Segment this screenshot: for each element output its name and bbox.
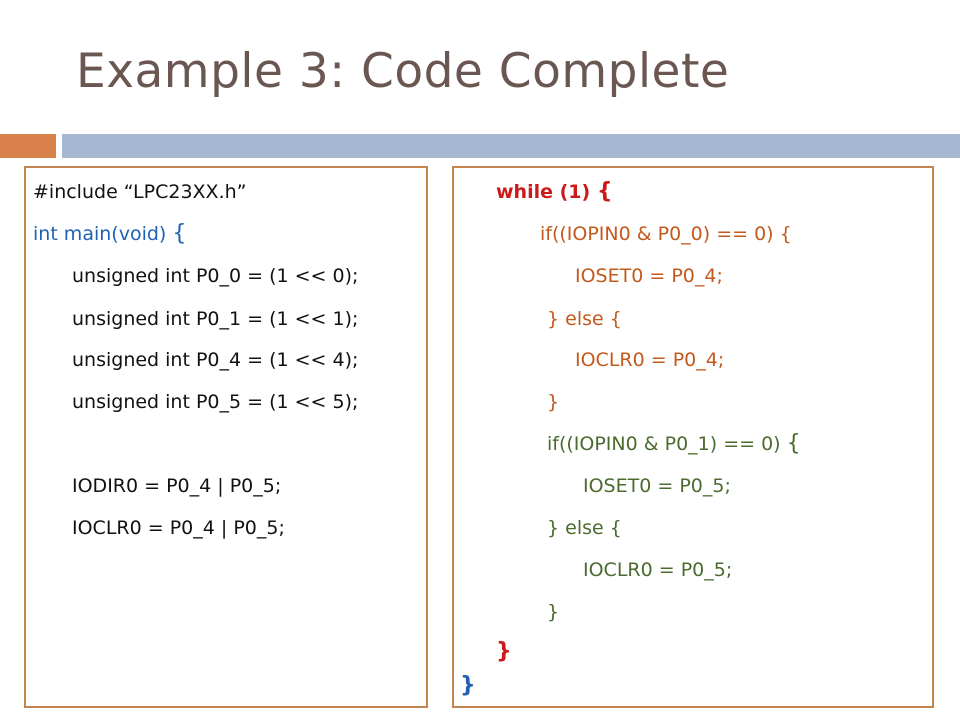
slide-title: Example 3: Code Complete <box>76 44 730 99</box>
if2-statement: if((IOPIN0 & P0_1) == 0) <box>547 433 781 455</box>
code-line-include: #include “LPC23XX.h” <box>33 181 247 203</box>
code-line-decl-p0-5: unsigned int P0_5 = (1 << 5); <box>72 391 359 413</box>
code-line-ioclr-p05: IOCLR0 = P0_5; <box>583 559 733 581</box>
while-statement: while (1) <box>496 181 591 203</box>
code-line-if2: if((IOPIN0 & P0_1) == 0) { <box>547 432 801 456</box>
code-line-if1: if((IOPIN0 & P0_0) == 0) { <box>540 223 792 245</box>
accent-bar-orange <box>0 134 56 158</box>
code-line-ioclr-p04: IOCLR0 = P0_4; <box>575 349 725 371</box>
while-open-brace: { <box>596 179 613 204</box>
code-line-while: while (1) { <box>496 180 613 204</box>
code-line-else2: } else { <box>547 517 622 539</box>
code-line-ioset-p04: IOSET0 = P0_4; <box>575 265 723 287</box>
code-line-ioclr: IOCLR0 = P0_4 | P0_5; <box>72 517 285 539</box>
main-open-brace: { <box>172 221 187 246</box>
accent-bar-blue <box>62 134 960 158</box>
code-line-main: int main(void) { <box>33 222 186 246</box>
code-line-decl-p0-4: unsigned int P0_4 = (1 << 4); <box>72 349 359 371</box>
right-code-box: while (1) { if((IOPIN0 & P0_0) == 0) { I… <box>452 166 934 708</box>
code-line-decl-p0-1: unsigned int P0_1 = (1 << 1); <box>72 308 359 330</box>
main-signature: int main(void) <box>33 223 167 245</box>
code-line-ioset-p05: IOSET0 = P0_5; <box>583 475 731 497</box>
if2-open-brace: { <box>786 431 801 456</box>
code-line-decl-p0-0: unsigned int P0_0 = (1 << 0); <box>72 265 359 287</box>
left-code-box: #include “LPC23XX.h” int main(void) { un… <box>24 166 428 708</box>
code-line-close2: } <box>547 601 560 623</box>
code-line-else1: } else { <box>547 308 622 330</box>
code-line-close-while: } <box>496 639 512 664</box>
code-line-close1: } <box>547 391 560 413</box>
code-line-iodir: IODIR0 = P0_4 | P0_5; <box>72 475 282 497</box>
code-line-close-main: } <box>460 673 476 698</box>
